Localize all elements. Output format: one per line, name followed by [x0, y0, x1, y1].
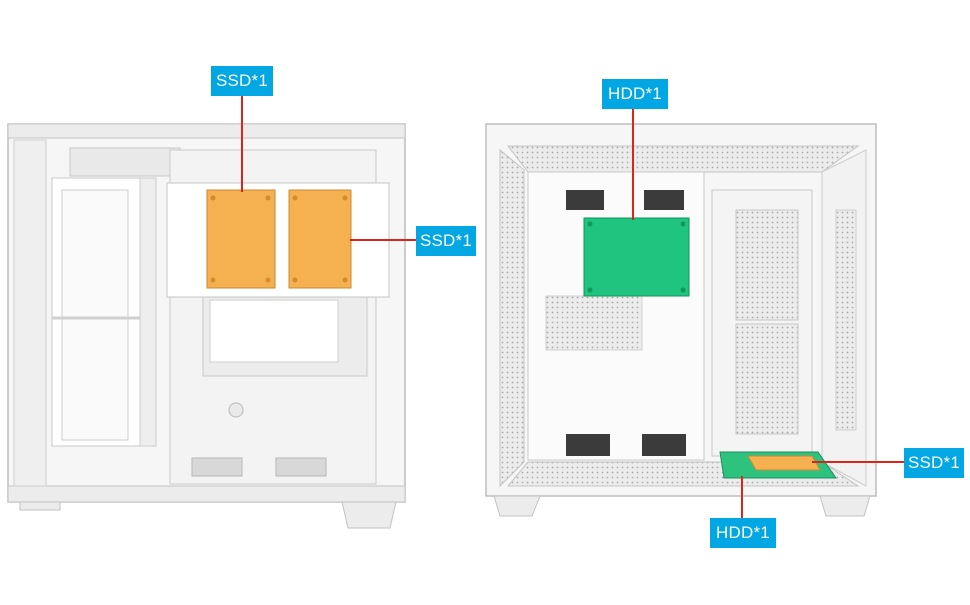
- ssd-label-right: SSD*1: [416, 226, 476, 256]
- leader-lines: [241, 95, 904, 518]
- ssd-bay-3: [747, 455, 821, 471]
- ssd-label-bottom-right: SSD*1: [904, 448, 964, 478]
- hdd-label-bottom: HDD*1: [710, 518, 776, 548]
- ssd-bay-2: [288, 189, 352, 289]
- ssd-label-top: SSD*1: [211, 66, 273, 96]
- left-case-rear-view: [7, 123, 406, 529]
- right-case-front-view: [485, 123, 877, 517]
- ssd-bay-1: [206, 189, 276, 289]
- hdd-label-top: HDD*1: [602, 79, 668, 109]
- hdd-bay-1: [583, 217, 690, 297]
